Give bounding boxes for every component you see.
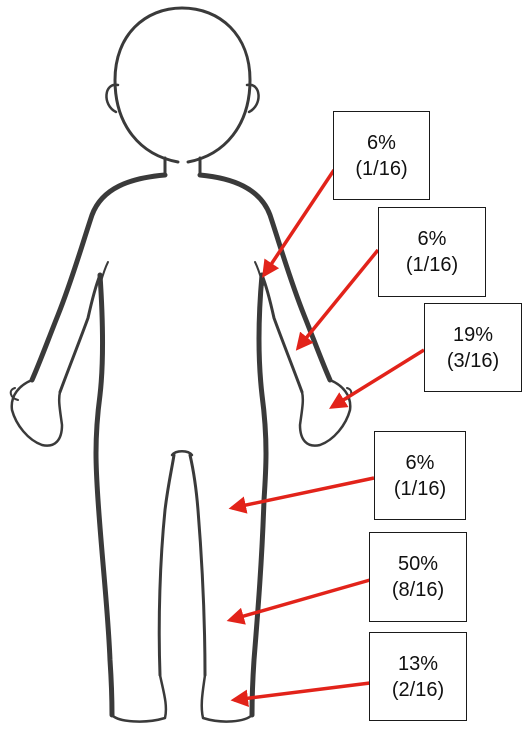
label-upper-arm-fraction: (1/16)	[355, 156, 407, 182]
label-lower-leg-fraction: (8/16)	[392, 577, 444, 603]
label-forearm-percent: 6%	[418, 226, 447, 252]
arrow-hand	[332, 350, 424, 407]
right-inner-leg-outline	[190, 455, 205, 675]
arrow-lower-leg	[230, 580, 370, 620]
left-hand-outline	[12, 380, 62, 446]
label-lower-leg: 50% (8/16)	[369, 532, 467, 622]
left-foot-outline	[112, 675, 166, 722]
label-thigh-fraction: (1/16)	[394, 476, 446, 502]
label-hand-percent: 19%	[453, 322, 493, 348]
child-body-outline	[11, 8, 352, 722]
label-foot: 13% (2/16)	[369, 632, 467, 721]
left-hip-outline	[96, 275, 112, 715]
right-hip-outline	[252, 275, 266, 715]
label-foot-percent: 13%	[398, 651, 438, 677]
label-forearm-fraction: (1/16)	[406, 252, 458, 278]
label-thigh: 6% (1/16)	[374, 431, 466, 520]
head-outline	[115, 8, 250, 162]
left-inner-leg-outline	[159, 455, 174, 675]
arrow-forearm	[298, 250, 378, 348]
label-hand-fraction: (3/16)	[447, 348, 499, 374]
arrow-thigh	[232, 478, 374, 508]
label-thigh-percent: 6%	[406, 450, 435, 476]
label-upper-arm: 6% (1/16)	[333, 111, 430, 200]
label-upper-arm-percent: 6%	[367, 130, 396, 156]
label-lower-leg-percent: 50%	[398, 551, 438, 577]
label-forearm: 6% (1/16)	[378, 207, 486, 297]
label-hand: 19% (3/16)	[424, 303, 522, 392]
label-foot-fraction: (2/16)	[392, 677, 444, 703]
right-hand-outline	[300, 380, 350, 446]
